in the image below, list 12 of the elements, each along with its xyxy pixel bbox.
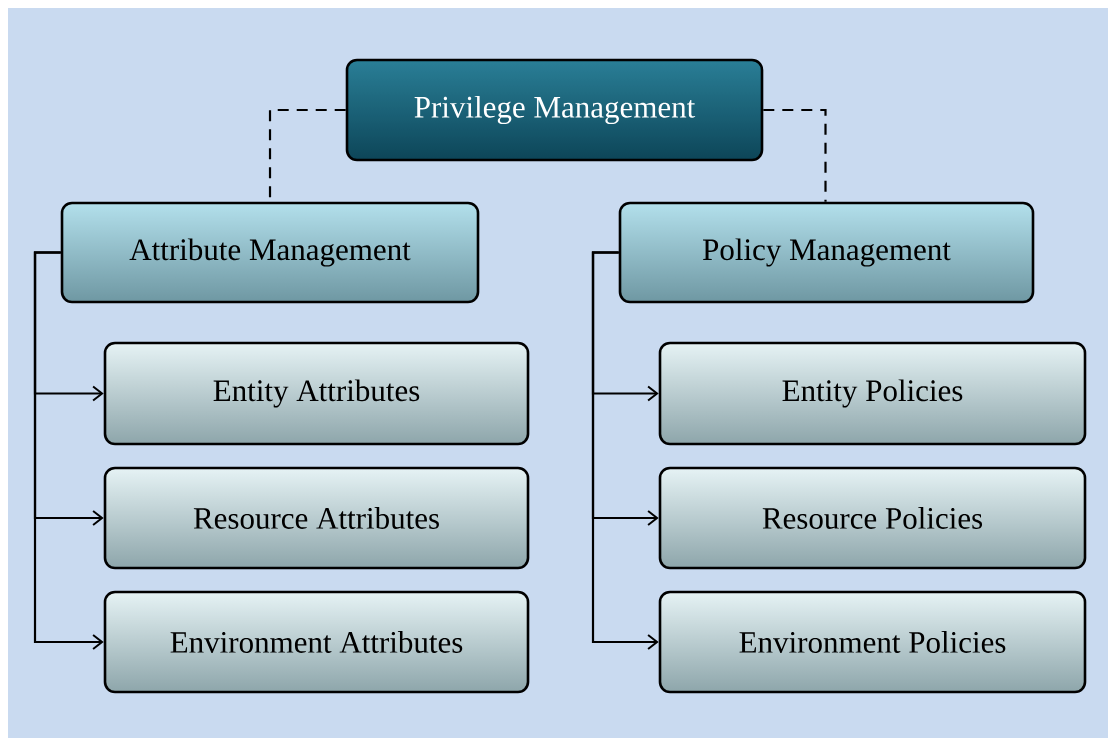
connector	[591, 251, 659, 650]
process-box: Environment Policies	[658, 590, 1087, 694]
process-box: Resource Policies	[658, 466, 1087, 570]
process-box: Policy Management	[618, 201, 1035, 304]
process-box: Entity Attributes	[103, 341, 530, 446]
connector	[763, 108, 827, 202]
process-box: Privilege Management	[345, 58, 764, 162]
process-box: Environment Attributes	[103, 590, 530, 694]
process-box: Attribute Management	[60, 201, 480, 304]
connector	[33, 251, 104, 650]
process-box: Resource Attributes	[103, 466, 530, 570]
process-box: Entity Policies	[658, 341, 1087, 446]
